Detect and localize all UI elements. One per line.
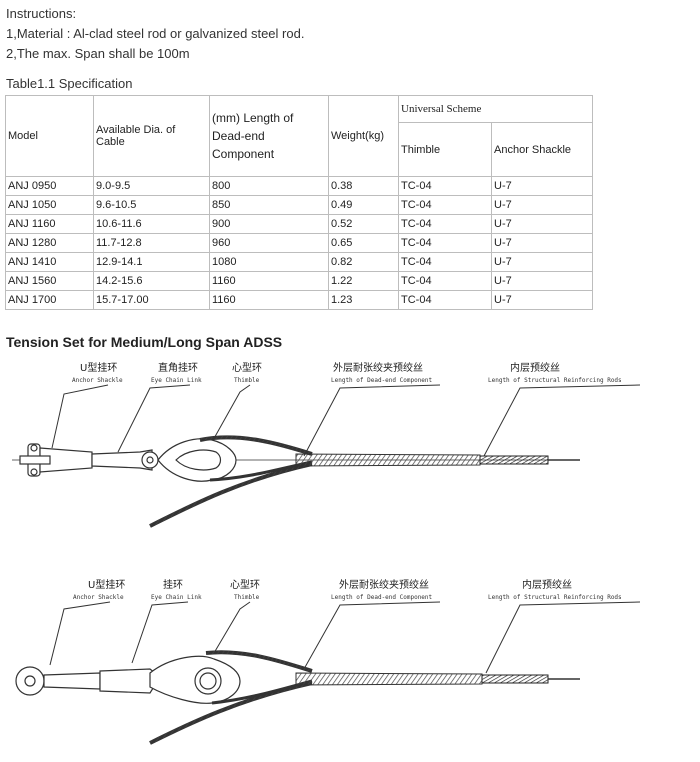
cell-model: ANJ 0950	[5, 176, 94, 196]
header-anchor-shackle: Anchor Shackle	[491, 122, 593, 177]
cell-model: ANJ 1700	[5, 290, 94, 310]
instruction-line-material: 1,Material : Al-clad steel rod or galvan…	[6, 26, 305, 41]
cell-shackle: U-7	[491, 195, 593, 215]
instruction-line-span: 2,The max. Span shall be 100m	[6, 46, 190, 61]
d2-label-deadend-en: Length of Dead-end Component	[331, 594, 433, 601]
cell-shackle: U-7	[491, 290, 593, 310]
cell-weight: 0.49	[328, 195, 399, 215]
cell-model: ANJ 1050	[5, 195, 94, 215]
header-thimble: Thimble	[398, 122, 492, 177]
cell-thimble: TC-04	[398, 214, 492, 234]
d2-label-thimble-cn: 心型环	[230, 578, 260, 591]
cell-model: ANJ 1410	[5, 252, 94, 272]
d2-label-deadend-cn: 外层耐张绞夹预绞丝	[339, 578, 429, 591]
cell-length: 1080	[209, 252, 329, 272]
d1-label-thimble-en: Thimble	[234, 377, 260, 384]
d1-label-deadend-cn: 外层耐张绞夹预绞丝	[333, 361, 423, 374]
cell-thimble: TC-04	[398, 176, 492, 196]
header-dia: Available Dia. of Cable	[93, 95, 210, 177]
table-title: Table1.1 Specification	[6, 76, 133, 91]
header-length: (mm) Length of Dead-end Component	[209, 95, 329, 177]
d2-label-shackle-cn: U型挂环	[88, 578, 125, 591]
cell-dia: 9.6-10.5	[93, 195, 210, 215]
cell-weight: 1.23	[328, 290, 399, 310]
d2-label-inner-cn: 内层预绞丝	[522, 578, 572, 591]
d2-label-thimble-en: Thimble	[234, 594, 260, 601]
cell-length: 850	[209, 195, 329, 215]
cell-thimble: TC-04	[398, 233, 492, 253]
d2-label-shackle-en: Anchor Shackle	[73, 594, 124, 601]
cell-length: 960	[209, 233, 329, 253]
d1-label-link-cn: 直角挂环	[158, 361, 198, 374]
section-title: Tension Set for Medium/Long Span ADSS	[6, 334, 283, 350]
d1-label-thimble-cn: 心型环	[232, 361, 262, 374]
instructions: Instructions: 1,Material : Al-clad steel…	[6, 4, 304, 64]
d1-label-link-en: Eye Chain Link	[151, 377, 202, 384]
cell-shackle: U-7	[491, 252, 593, 272]
d1-label-shackle-en: Anchor Shackle	[72, 377, 123, 384]
cell-shackle: U-7	[491, 271, 593, 291]
cell-model: ANJ 1280	[5, 233, 94, 253]
cell-weight: 0.65	[328, 233, 399, 253]
cell-length: 900	[209, 214, 329, 234]
cell-thimble: TC-04	[398, 195, 492, 215]
cell-shackle: U-7	[491, 176, 593, 196]
cell-weight: 0.52	[328, 214, 399, 234]
header-universal-scheme: Universal Scheme	[398, 95, 593, 123]
header-weight: Weight(kg)	[328, 95, 399, 177]
cell-dia: 15.7-17.00	[93, 290, 210, 310]
cell-dia: 10.6-11.6	[93, 214, 210, 234]
cell-length: 1160	[209, 290, 329, 310]
cell-dia: 11.7-12.8	[93, 233, 210, 253]
tension-set-diagrams: U型挂环 Anchor Shackle 直角挂环 Eye Chain Link …	[12, 361, 641, 745]
cell-weight: 1.22	[328, 271, 399, 291]
diagram-1: U型挂环 Anchor Shackle 直角挂环 Eye Chain Link …	[12, 361, 641, 528]
d2-label-link-en: Eye Chain Link	[151, 594, 202, 601]
cell-length: 1160	[209, 271, 329, 291]
header-model: Model	[5, 95, 94, 177]
d2-label-link-cn: 挂环	[163, 578, 183, 591]
d1-label-inner-cn: 内层预绞丝	[510, 361, 560, 374]
cell-model: ANJ 1160	[5, 214, 94, 234]
cell-length: 800	[209, 176, 329, 196]
d1-label-deadend-en: Length of Dead-end Component	[331, 377, 433, 384]
cell-dia: 12.9-14.1	[93, 252, 210, 272]
d1-label-shackle-cn: U型挂环	[80, 361, 117, 374]
instructions-heading: Instructions:	[6, 6, 77, 21]
d1-label-inner-en: Length of Structural Reinforcing Rods	[488, 377, 622, 384]
d2-label-inner-en: Length of Structural Reinforcing Rods	[488, 594, 622, 601]
cell-shackle: U-7	[491, 214, 593, 234]
cell-weight: 0.82	[328, 252, 399, 272]
cell-thimble: TC-04	[398, 290, 492, 310]
cell-model: ANJ 1560	[5, 271, 94, 291]
cell-dia: 14.2-15.6	[93, 271, 210, 291]
cell-dia: 9.0-9.5	[93, 176, 210, 196]
diagram-2: U型挂环 Anchor Shackle 挂环 Eye Chain Link 心型…	[15, 578, 641, 745]
specification-table: Model Available Dia. of Cable (mm) Lengt…	[5, 95, 593, 310]
cell-thimble: TC-04	[398, 252, 492, 272]
cell-thimble: TC-04	[398, 271, 492, 291]
cell-shackle: U-7	[491, 233, 593, 253]
cell-weight: 0.38	[328, 176, 399, 196]
